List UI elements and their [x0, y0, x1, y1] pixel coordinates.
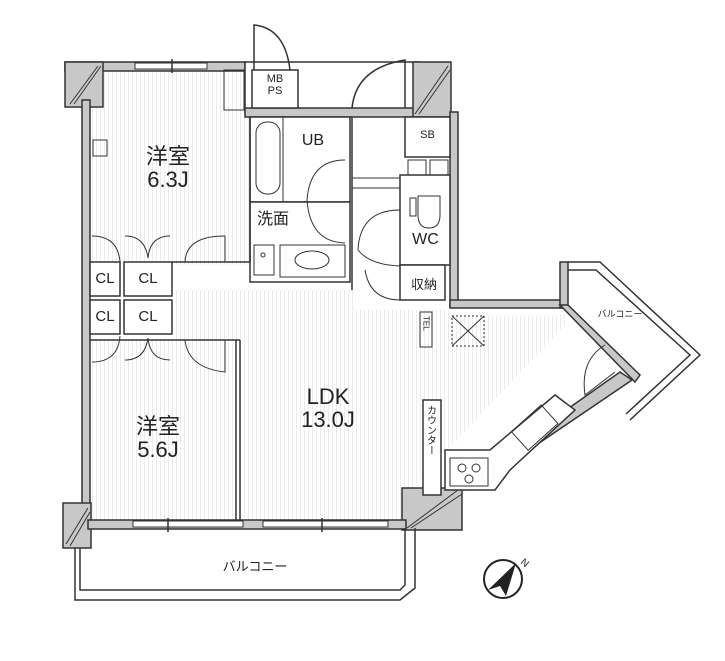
- closet-2[interactable]: [123, 261, 173, 297]
- wall-bottom: [87, 519, 407, 530]
- closet-1[interactable]: [89, 261, 121, 297]
- closet-1-label: CL: [95, 270, 115, 287]
- room1-label: 洋室 6.3J: [128, 145, 208, 191]
- wall-left: [81, 99, 91, 506]
- sb-label: SB: [420, 129, 435, 141]
- ldk-name: LDK: [306, 384, 350, 409]
- washroom: [249, 201, 351, 283]
- shoe-box: [404, 116, 451, 158]
- western-room-2-floor: [88, 340, 236, 520]
- window-room2[interactable]: [132, 520, 244, 528]
- counter-label: カウンター: [424, 405, 436, 455]
- western-room-1-floor: [88, 70, 250, 265]
- side-balcony-door-icon[interactable]: [583, 344, 616, 396]
- window-ldk[interactable]: [262, 520, 389, 528]
- duct-x: [451, 315, 485, 347]
- storage-label: 収納: [410, 277, 437, 292]
- room1-size: 6.3J: [147, 167, 189, 193]
- washroom-label: 洗面: [256, 211, 289, 228]
- svg-text:N: N: [518, 557, 531, 570]
- closet-4-label: CL: [138, 308, 158, 325]
- closet-3[interactable]: [89, 299, 121, 335]
- mb-ps-label: MB PS: [255, 73, 295, 97]
- ldk-floor: [175, 290, 565, 520]
- closet-4[interactable]: [123, 299, 173, 335]
- counter: [422, 399, 442, 496]
- storage-shuno: [399, 264, 446, 301]
- wc-label: WC: [412, 231, 439, 248]
- mb-text: MB: [266, 73, 284, 85]
- tel-label: TEL: [421, 316, 431, 331]
- balcony-main-label: バルコニー: [222, 559, 288, 574]
- mb-door-icon[interactable]: [253, 24, 291, 71]
- room1-door-icon[interactable]: [184, 235, 226, 263]
- wall-step: [449, 299, 566, 309]
- wall-right-upper: [449, 111, 459, 308]
- ldk-label: LDK 13.0J: [288, 385, 368, 431]
- north-arrow-icon: N: [483, 557, 531, 599]
- ps-text: PS: [267, 84, 283, 97]
- ldk-size: 13.0J: [301, 407, 355, 433]
- ub-label: UB: [301, 132, 325, 149]
- wall-side-balcony: [559, 261, 569, 309]
- room1-name: 洋室: [145, 144, 190, 169]
- mb-ps-closet: [251, 69, 299, 109]
- room2-door-icon[interactable]: [184, 339, 226, 373]
- balcony-side-label: バルコニー: [597, 309, 643, 319]
- room2-label: 洋室 5.6J: [118, 415, 198, 461]
- room2-size: 5.6J: [137, 437, 179, 463]
- wall-top-inner: [244, 107, 416, 118]
- wall-diagonal-1: [558, 304, 641, 384]
- kitchen-counter: [444, 394, 577, 491]
- window-room1[interactable]: [134, 62, 208, 70]
- closet-3-label: CL: [95, 308, 115, 325]
- entry-door-icon[interactable]: [351, 59, 406, 109]
- bathroom-ub: [249, 116, 351, 203]
- toilet-wc: [399, 174, 451, 266]
- balcony-main-outline: [79, 528, 406, 591]
- room2-name: 洋室: [135, 414, 180, 439]
- closet-2-label: CL: [138, 270, 158, 287]
